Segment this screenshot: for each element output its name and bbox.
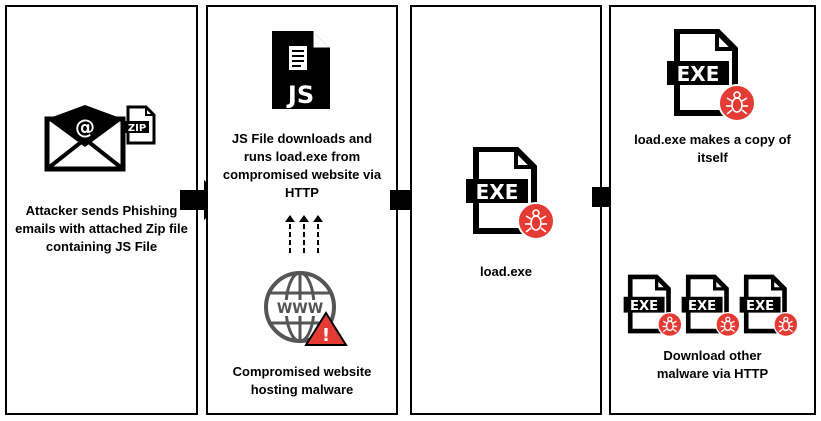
caption-load-exe: load.exe (479, 264, 533, 279)
caption-download-malware: Download other malware via HTTP (656, 348, 769, 381)
globe-www-icon: WWW ! (264, 271, 348, 346)
caption-phishing: Attacker sends Phishing emails with atta… (15, 203, 188, 254)
caption-compromised-site: Compromised website hosting malware (232, 364, 372, 397)
panel-js-download: JS JS File downloads and runs load.exe f… (206, 5, 398, 415)
www-label: WWW (277, 301, 323, 317)
exe-malware-icon: EXE (667, 29, 756, 122)
caption-js-download: JS File downloads and runs load.exe from… (222, 131, 382, 200)
exe-label: EXE (630, 299, 658, 314)
exe-label: EXE (476, 180, 519, 204)
at-symbol: @ (75, 115, 95, 139)
zip-label: ZIP (128, 123, 146, 134)
caption-copy-itself: load.exe makes a copy of itself (634, 132, 791, 165)
envelope-icon: @ (44, 105, 126, 172)
exe-label: EXE (677, 62, 720, 86)
upload-arrows-icon (285, 215, 323, 253)
panel-copy-and-download: EXE load.exe makes a copy of itself EXE … (609, 5, 816, 415)
zip-file-icon: ZIP (125, 105, 156, 145)
exe-label: EXE (746, 299, 774, 314)
exe-label: EXE (688, 299, 716, 314)
panel-load-exe: EXE load.exe (410, 5, 602, 415)
panel-phishing-email: @ ZIP Attacker sends Phishing emails wit… (5, 5, 198, 415)
js-file-icon: JS (272, 31, 330, 109)
exe-malware-icon: EXE (466, 147, 555, 240)
js-label: JS (286, 81, 314, 109)
exe-malware-icon: EXE (623, 274, 683, 338)
exe-malware-icon: EXE (739, 274, 799, 338)
exe-malware-icon: EXE (681, 274, 741, 338)
warning-icon: ! (322, 325, 330, 346)
